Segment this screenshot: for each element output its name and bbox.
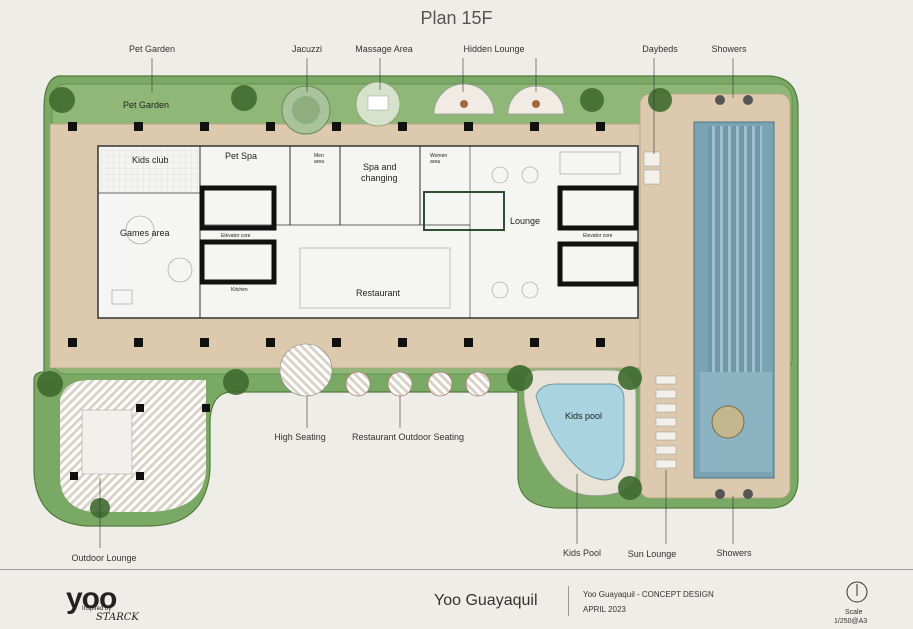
callout-kids-pool: Kids Pool: [562, 548, 602, 558]
callout-jacuzzi: Jacuzzi: [291, 44, 323, 54]
room-spa-changing-line1: Spa and: [363, 162, 397, 172]
leader-lines: [99, 58, 734, 548]
callout-daybeds: Daybeds: [642, 44, 678, 54]
logo-subtitle: Inspired by: [82, 606, 112, 612]
main-pool: [693, 121, 775, 479]
callout-restaurant-outdoor-seating: Restaurant Outdoor Seating: [351, 432, 465, 442]
high-seating-area: [279, 343, 333, 397]
room-pet-spa: Pet Spa: [225, 151, 258, 161]
room-elevator-core-left: Elevator core: [221, 233, 251, 239]
sun-loungers: [655, 375, 677, 469]
kids-pool-area: [523, 369, 637, 497]
room-games-area: Games area: [120, 228, 170, 238]
room-kids-pool: Kids pool: [565, 411, 603, 421]
room-spa-changing-line2: changing: [361, 173, 398, 183]
room-lounge: Lounge: [510, 216, 541, 226]
columns: [68, 122, 771, 347]
room-pet-garden: Pet Garden: [123, 100, 170, 110]
callout-showers-bottom: Showers: [716, 548, 752, 558]
room-kids-club: Kids club: [132, 155, 169, 165]
building: [97, 145, 639, 319]
restaurant-outdoor-tables: [345, 371, 491, 397]
room-kitchen: Kitchen: [231, 287, 248, 293]
outdoor-lounge-area: [60, 380, 210, 512]
date-label: APRIL 2023: [583, 605, 626, 614]
hidden-lounge: [433, 83, 565, 115]
callout-showers-top: Showers: [711, 44, 747, 54]
concept-design-label: Yoo Guayaquil - CONCEPT DESIGN: [583, 590, 714, 599]
callout-outdoor-lounge: Outdoor Lounge: [71, 553, 137, 563]
massage-area: [355, 81, 401, 127]
project-name: Yoo Guayaquil: [434, 592, 538, 609]
callout-massage-area: Massage Area: [355, 44, 413, 54]
logo-signature: STARCK: [96, 612, 139, 623]
callout-sun-lounge: Sun Lounge: [627, 549, 677, 559]
showers-fixtures: [715, 95, 753, 499]
daybeds: [643, 151, 661, 185]
room-men-area: Men area: [314, 153, 325, 165]
scale-label: Scale: [845, 609, 863, 616]
yoo-logo: yoo: [66, 582, 117, 615]
jacuzzi: [281, 85, 331, 135]
footer-divider: [0, 569, 913, 570]
room-women-area: Women area: [430, 153, 448, 165]
trees: [37, 85, 672, 518]
footer-vertical-divider: [568, 586, 569, 616]
north-compass-icon: [846, 581, 868, 603]
room-restaurant: Restaurant: [356, 288, 401, 298]
callout-pet-garden: Pet Garden: [128, 44, 176, 54]
plan-title: Plan 15F: [420, 8, 493, 28]
callout-hidden-lounge: Hidden Lounge: [463, 44, 525, 54]
room-elevator-core-right: Elevator core: [583, 233, 613, 239]
scale-value: 1/250@A3: [834, 618, 868, 625]
callout-high-seating: High Seating: [274, 432, 326, 442]
